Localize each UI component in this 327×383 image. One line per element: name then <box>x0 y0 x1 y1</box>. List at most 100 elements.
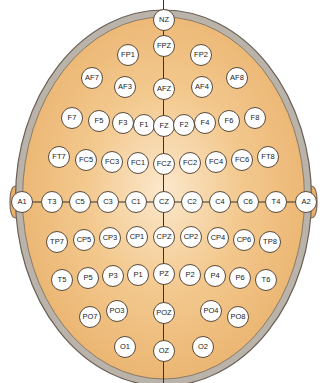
electrode-circle: F6 <box>218 110 240 132</box>
electrode-circle: FC4 <box>205 151 227 173</box>
electrode-circle: C5 <box>69 191 91 213</box>
electrode-circle: AFZ <box>153 78 175 100</box>
electrode-label: P2 <box>185 271 194 279</box>
electrode-circle: C6 <box>237 191 259 213</box>
electrode-circle: CP2 <box>180 226 202 248</box>
electrode-label: F7 <box>68 114 77 122</box>
electrode-circle: F1 <box>133 114 155 136</box>
electrode-circle: CP3 <box>99 227 121 249</box>
electrode-circle: T6 <box>255 269 277 291</box>
electrode-label: FC2 <box>183 159 197 167</box>
electrode-circle: P3 <box>102 265 124 287</box>
electrode-label: FT7 <box>52 153 65 161</box>
electrode-label: FP2 <box>194 51 208 59</box>
electrode-circle: A1 <box>11 191 33 213</box>
electrode-circle: FP2 <box>190 44 212 66</box>
electrode-circle: C3 <box>97 191 119 213</box>
electrode-label: C6 <box>243 198 253 206</box>
electrode-label: A1 <box>17 198 26 206</box>
electrode-label: PO4 <box>203 307 218 315</box>
electrode-circle: FP1 <box>117 44 139 66</box>
electrode-label: C1 <box>131 198 141 206</box>
electrode-circle: OZ <box>153 340 175 362</box>
electrode-circle: C2 <box>181 191 203 213</box>
electrode-circle: FPZ <box>153 35 175 57</box>
electrode-circle: FT7 <box>48 146 70 168</box>
electrode-circle: F7 <box>61 107 83 129</box>
electrode-circle: CZ <box>153 191 175 213</box>
electrode-label: F4 <box>201 119 210 127</box>
electrode-circle: PO8 <box>227 306 249 328</box>
electrode-circle: POZ <box>153 302 175 324</box>
electrode-label: CPZ <box>157 233 172 241</box>
electrode-label: NZ <box>159 16 169 24</box>
electrode-label: FC3 <box>105 158 119 166</box>
electrode-circle: FC3 <box>101 151 123 173</box>
electrode-label: C4 <box>215 198 225 206</box>
electrode-label: AF3 <box>118 83 132 91</box>
electrode-label: T4 <box>272 198 281 206</box>
electrode-circle: O1 <box>114 336 136 358</box>
electrode-circle: AF3 <box>114 76 136 98</box>
electrode-label: P6 <box>235 274 244 282</box>
electrode-label: CP4 <box>211 234 226 242</box>
electrode-circle: NZ <box>153 9 175 31</box>
electrode-label: PO8 <box>230 313 245 321</box>
electrode-circle: FCZ <box>153 153 175 175</box>
electrode-label: FP1 <box>121 51 135 59</box>
electrode-label: FC6 <box>235 156 249 164</box>
electrode-circle: C1 <box>125 191 147 213</box>
electrode-label: FC1 <box>131 159 145 167</box>
electrode-label: CP5 <box>77 236 92 244</box>
electrode-label: F8 <box>251 114 260 122</box>
electrode-circle: FT8 <box>257 146 279 168</box>
electrode-circle: PO7 <box>79 306 101 328</box>
electrode-circle: A2 <box>295 191 317 213</box>
electrode-circle: P6 <box>229 267 251 289</box>
electrode-label: CZ <box>159 198 169 206</box>
electrode-label: CP1 <box>130 233 145 241</box>
electrode-label: FC5 <box>79 156 93 164</box>
electrode-label: P1 <box>133 271 142 279</box>
electrode-circle: PO3 <box>106 300 128 322</box>
electrode-circle: CP5 <box>73 229 95 251</box>
electrode-circle: P1 <box>127 264 149 286</box>
electrode-label: PO7 <box>82 313 97 321</box>
electrode-label: F2 <box>180 121 189 129</box>
electrode-circle: PZ <box>153 263 175 285</box>
electrode-circle: FC5 <box>75 149 97 171</box>
electrode-circle: TP7 <box>46 231 68 253</box>
electrode-circle: F2 <box>173 114 195 136</box>
electrode-label: AFZ <box>157 85 171 93</box>
electrode-circle: CP6 <box>233 229 255 251</box>
electrode-circle: CP1 <box>126 226 148 248</box>
electrode-label: T6 <box>262 276 271 284</box>
electrode-circle: F8 <box>244 107 266 129</box>
electrode-label: F3 <box>119 119 128 127</box>
electrode-label: TP8 <box>263 238 277 246</box>
electrode-label: PO3 <box>109 307 124 315</box>
electrode-label: P5 <box>83 274 92 282</box>
electrode-circle: C4 <box>209 191 231 213</box>
electrode-circle: CPZ <box>153 226 175 248</box>
electrode-label: FZ <box>159 122 168 130</box>
electrode-label: CP3 <box>103 234 118 242</box>
electrode-label: T5 <box>58 276 67 284</box>
electrode-circle: F3 <box>112 112 134 134</box>
electrode-label: A2 <box>301 198 310 206</box>
electrode-circle: FC6 <box>231 149 253 171</box>
electrode-label: F1 <box>140 121 149 129</box>
electrode-circle: F5 <box>88 110 110 132</box>
electrode-label: PZ <box>159 270 169 278</box>
electrode-circle: AF7 <box>81 67 103 89</box>
electrode-circle: T4 <box>265 191 287 213</box>
electrode-label: O2 <box>198 343 208 351</box>
electrode-circle: FC2 <box>179 152 201 174</box>
electrode-label: P4 <box>210 272 219 280</box>
electrode-label: C3 <box>103 198 113 206</box>
electrode-circle: PO4 <box>200 300 222 322</box>
electrode-label: FCZ <box>157 160 172 168</box>
electrode-circle: T5 <box>51 269 73 291</box>
electrode-label: TP7 <box>50 238 64 246</box>
